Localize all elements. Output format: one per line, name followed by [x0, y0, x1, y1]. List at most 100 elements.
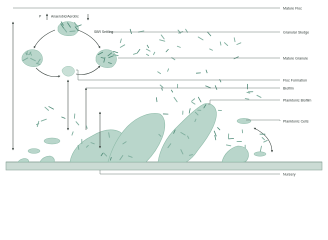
label-granular-sludge: Granular Sludge: [283, 31, 309, 35]
process-arrows: [11, 21, 274, 153]
label-planktonic-cells: Planktonic Cells: [283, 120, 309, 124]
leader-planktonic-cells: [246, 119, 281, 121]
biofilm-patch-1: [39, 155, 55, 163]
label-planktonic-biofilm: Planktonic Biofilm: [283, 99, 311, 103]
leader-lines: [13, 7, 281, 175]
bacterial-cell: [119, 44, 126, 48]
bacterial-cell: [160, 34, 165, 40]
bacterial-cell: [85, 125, 88, 129]
bacterial-cell: [60, 21, 64, 26]
label-mature-floc: Mature Floc: [283, 7, 302, 11]
bacterial-cell: [122, 141, 127, 145]
bacterial-cell: [158, 133, 162, 137]
bacterial-cell: [48, 106, 54, 110]
fragment-1: [43, 137, 61, 145]
bacterial-cell: [119, 155, 124, 161]
bacterial-cell: [191, 98, 196, 102]
cycle-arrow-bottom-right: [75, 65, 101, 75]
bacterial-cell: [197, 96, 202, 103]
cycle-arrow-top-right: [77, 29, 101, 49]
bacterial-cell: [44, 106, 49, 111]
bacterial-cell: [36, 120, 40, 128]
bacterial-cell: [205, 85, 211, 89]
bacterial-cell: [203, 104, 207, 109]
bacterial-cell: [97, 51, 104, 55]
label-biofilm: Biofilm: [283, 87, 294, 91]
bacterial-cell: [108, 62, 112, 64]
bacterial-cell: [233, 37, 236, 43]
bacterial-cell: [159, 84, 164, 88]
bacterial-cell: [161, 87, 163, 91]
bacterial-cell: [25, 51, 28, 56]
bacterial-cell: [185, 28, 188, 33]
bacterial-cell: [225, 144, 232, 147]
bacterial-cell: [173, 129, 176, 134]
bacterial-cell: [146, 44, 150, 49]
right-labels: Mature Floc Granular Sludge Mature Granu…: [283, 7, 311, 177]
bacterial-cell: [74, 26, 79, 32]
bacterial-cell: [22, 57, 29, 61]
bacterial-cell: [30, 57, 36, 62]
label-anaerobic-aerobic: Anaerobic/Aerobic: [51, 15, 79, 19]
bacterial-cell: [100, 57, 105, 59]
bacterial-cell: [167, 143, 172, 149]
bacterial-cell: [71, 131, 74, 136]
bacterial-cell: [165, 48, 169, 53]
bacterial-cell: [194, 118, 197, 123]
bacterial-cell: [77, 144, 80, 150]
cycle-arrows: [33, 29, 101, 78]
bacterial-cell: [145, 48, 151, 52]
bacterial-cell: [191, 101, 196, 105]
bacterial-cell: [100, 152, 104, 157]
fragment-2: [27, 148, 41, 154]
bacterial-cell: [261, 137, 265, 141]
biofilm-mound-4: [221, 145, 249, 163]
granule-right: [95, 49, 117, 68]
granulation-diagram: Mature Floc Granular Sludge Mature Granu…: [5, 7, 323, 177]
bacterial-cell: [110, 156, 112, 161]
bacterial-cell: [108, 55, 114, 59]
bacterial-cell: [188, 154, 193, 156]
bacterial-cell: [37, 58, 41, 64]
fragment-4: [253, 151, 267, 157]
bacterial-cell: [40, 118, 47, 122]
bacterial-cell: [85, 144, 89, 148]
bacterial-cell: [173, 96, 178, 103]
cycle-condition-arrows: [45, 13, 90, 21]
bacterial-cell: [167, 68, 170, 72]
bacterial-cell: [246, 91, 251, 94]
bacterial-cell: [214, 85, 218, 90]
nursery-carrier: [5, 161, 323, 171]
bacterial-cell: [263, 140, 268, 143]
bacterial-cell: [214, 135, 217, 141]
bacterial-cell: [213, 130, 217, 137]
bacterial-cell: [28, 51, 32, 55]
carrier-slab: [5, 161, 323, 171]
bacterial-cell: [244, 98, 250, 100]
bacterial-cell: [35, 62, 41, 66]
biofilm-mounds: [17, 103, 249, 163]
bacterial-cell: [217, 127, 221, 131]
bacterial-cell: [76, 24, 82, 27]
planktonic-biofilm-fragments: [27, 118, 267, 157]
bacterial-cell: [170, 89, 174, 93]
bacterial-cell: [207, 31, 212, 37]
bacterial-cell: [187, 135, 190, 139]
bacterial-cell: [60, 23, 64, 29]
bacterial-cell: [67, 22, 71, 28]
bacterial-cell: [108, 132, 110, 138]
biofilm-patch-2: [17, 158, 29, 163]
floc-center: [61, 66, 75, 77]
bacterial-cell: [113, 51, 119, 54]
bacterial-cell: [188, 108, 191, 114]
bacterial-cell: [74, 22, 78, 28]
label-nursery: Nursery: [283, 173, 296, 177]
cycle-arrow-bottom-left: [35, 67, 61, 78]
bacterial-cell: [209, 48, 213, 51]
bacterial-cell: [159, 39, 166, 42]
bacterial-cell: [157, 71, 161, 75]
bacterial-cell: [75, 121, 80, 126]
biofilm-mound-2: [107, 113, 166, 163]
bacterial-cell: [155, 97, 158, 103]
cycle-arrow-top-left: [33, 29, 56, 49]
